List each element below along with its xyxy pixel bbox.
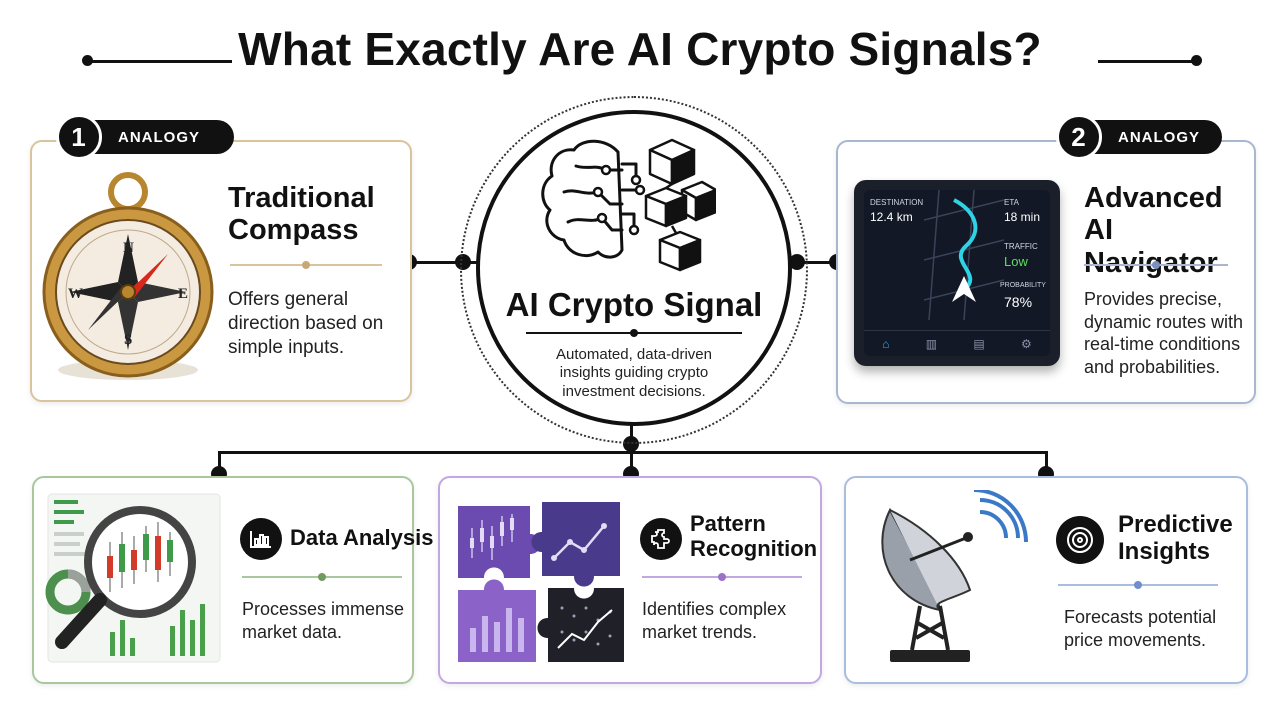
feature-card-data-analysis: Data Analysis Processes immense market d… — [32, 476, 434, 684]
analogy-badge-2: 2 ANALOGY — [1056, 114, 1222, 160]
home-icon[interactable]: ⌂ — [882, 337, 890, 351]
traffic-label: TRAFFIC — [1004, 242, 1038, 251]
analogy-card-compass: N E S W Traditional Compass Offers gener… — [30, 140, 412, 402]
compass-icon: N E S W — [42, 172, 214, 380]
analogy-badge-number-1: 1 — [56, 114, 102, 160]
center-title: AI Crypto Signal — [505, 286, 763, 323]
compass-letter-n: N — [123, 240, 134, 256]
eta-value: 18 min — [1004, 210, 1041, 224]
feature-card-predictive-insights: Predictive Insights Forecasts potential … — [844, 476, 1248, 684]
feature-card-pattern-recognition: Pattern Recognition Identifies complex m… — [438, 476, 822, 684]
analogy-badge-label-1: ANALOGY — [118, 128, 200, 146]
page-title: What Exactly Are AI Crypto Signals? — [238, 23, 1042, 75]
destination-label: DESTINATION — [870, 198, 924, 207]
analogy-badge-label-2: ANALOGY — [1118, 128, 1200, 146]
brain-circuit-icon — [541, 138, 716, 272]
analogy-card-navigator: DESTINATION 12.4 km ETA 18 min TRAFFIC L… — [836, 140, 1256, 404]
navigator-toolbar: ⌂ ▥ ▤ ⚙ — [864, 330, 1050, 356]
title-right-dot — [1191, 55, 1202, 66]
compass-description: Offers general direction based on simple… — [228, 289, 384, 358]
center-divider-dot — [630, 329, 638, 337]
pattern-recognition-divider — [642, 573, 802, 581]
compass-title: Traditional Compass — [228, 182, 375, 247]
analogy-badge-1: 1 ANALOGY — [56, 114, 234, 160]
puzzle-pieces-icon — [458, 502, 624, 662]
data-analysis-description: Processes immense market data. — [242, 599, 405, 642]
navigator-title: Advanced AI Navigator — [1084, 182, 1223, 279]
connector-branch-right — [1045, 451, 1048, 473]
center-divider — [526, 329, 742, 337]
navigator-divider-dot — [1152, 261, 1160, 269]
compass-letter-w: W — [68, 286, 83, 302]
map-route-icon — [924, 190, 1004, 320]
compass-divider — [230, 261, 382, 269]
title-right-line — [1098, 60, 1196, 63]
probability-label: PROBABILITY — [1000, 282, 1046, 289]
destination-value: 12.4 km — [870, 210, 913, 224]
data-analysis-title: Data Analysis — [290, 525, 434, 550]
eta-label: ETA — [1004, 198, 1019, 207]
radar-icon — [1056, 516, 1104, 564]
title-left-line — [86, 60, 232, 63]
navigator-screen: DESTINATION 12.4 km ETA 18 min TRAFFIC L… — [864, 190, 1050, 356]
connector-left — [410, 261, 482, 264]
pattern-recognition-title: Pattern Recognition — [690, 511, 818, 561]
gear-icon[interactable]: ⚙ — [1021, 337, 1032, 351]
predictive-insights-title: Predictive Insights — [1118, 511, 1233, 565]
connector-right — [782, 261, 838, 264]
predictive-insights-description: Forecasts potential price movements. — [1064, 607, 1217, 650]
data-analysis-divider — [242, 573, 402, 581]
graph-icon[interactable]: ▤ — [973, 337, 985, 351]
navigator-device: DESTINATION 12.4 km ETA 18 min TRAFFIC L… — [854, 180, 1060, 366]
analogy-badge-number-2: 2 — [1056, 114, 1102, 160]
traffic-value: Low — [1004, 254, 1028, 269]
magnifier-data-icon — [45, 493, 221, 663]
navigator-divider — [1084, 261, 1228, 269]
center-circle: AI Crypto Signal Automated, data-driven … — [476, 110, 792, 426]
bar-chart-icon — [240, 518, 282, 560]
center-description: Automated, data-driven insights guiding … — [556, 346, 712, 400]
compass-letter-s: S — [124, 332, 132, 348]
chart-icon[interactable]: ▥ — [925, 337, 938, 351]
probability-value: 78% — [1004, 294, 1033, 310]
navigator-description: Provides precise, dynamic routes with re… — [1084, 289, 1244, 377]
compass-letter-e: E — [178, 286, 188, 302]
satellite-dish-icon — [881, 490, 1028, 662]
predictive-insights-divider — [1058, 581, 1218, 589]
compass-divider-dot — [302, 261, 310, 269]
predictive-insights-divider-dot — [1134, 581, 1142, 589]
center-outer-ring — [460, 96, 808, 444]
connector-branch-left — [218, 451, 221, 473]
pattern-recognition-divider-dot — [718, 573, 726, 581]
data-analysis-divider-dot — [318, 573, 326, 581]
connector-branch — [218, 451, 1048, 454]
pattern-recognition-description: Identifies complex market trends. — [642, 599, 787, 642]
puzzle-icon — [640, 518, 682, 560]
